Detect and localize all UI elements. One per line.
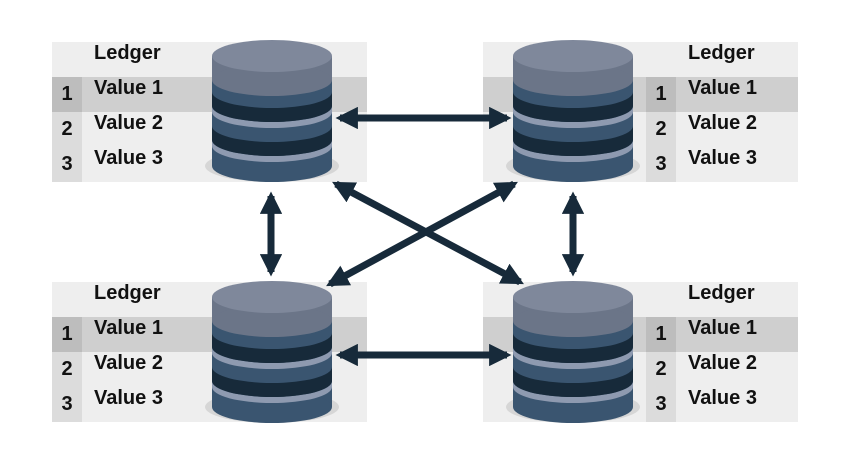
row-value: Value 1 [94, 317, 163, 339]
ledger-row: 3 Value 3 [483, 387, 798, 422]
row-value: Value 3 [94, 147, 163, 169]
ledger-row: 3 Value 3 [52, 147, 367, 182]
row-number: 1 [646, 317, 676, 352]
row-number: 2 [52, 112, 82, 147]
row-value: Value 2 [688, 352, 757, 374]
ledger-row: 3 Value 3 [483, 147, 798, 182]
ledger-row: 3 Value 3 [52, 387, 367, 422]
row-value: Value 2 [94, 352, 163, 374]
ledger-title: Ledger [688, 42, 755, 64]
row-value: Value 3 [688, 147, 757, 169]
row-number: 3 [646, 387, 676, 422]
row-value: Value 1 [94, 77, 163, 99]
row-number: 2 [646, 352, 676, 387]
row-value: Value 2 [94, 112, 163, 134]
ledger-row: 2 Value 2 [483, 352, 798, 387]
row-number: 2 [646, 112, 676, 147]
row-value: Value 1 [688, 317, 757, 339]
row-value: Value 1 [688, 77, 757, 99]
row-number: 3 [52, 387, 82, 422]
arrow-diagonal-tr-bl [326, 180, 518, 288]
database-icon-top-left [205, 40, 339, 182]
row-number: 2 [52, 352, 82, 387]
database-icon-bottom-right [506, 281, 640, 423]
database-icon-top-right [506, 40, 640, 182]
ledger-title: Ledger [688, 282, 755, 304]
row-number: 3 [52, 147, 82, 182]
ledger-title: Ledger [94, 282, 161, 304]
ledger-row: 2 Value 2 [52, 352, 367, 387]
row-value: Value 2 [688, 112, 757, 134]
database-icon-bottom-left [205, 281, 339, 423]
row-number: 1 [52, 77, 82, 112]
ledger-title: Ledger [94, 42, 161, 64]
row-value: Value 3 [688, 387, 757, 409]
ledger-row: 2 Value 2 [52, 112, 367, 147]
row-value: Value 3 [94, 387, 163, 409]
row-number: 3 [646, 147, 676, 182]
row-number: 1 [52, 317, 82, 352]
row-number: 1 [646, 77, 676, 112]
ledger-row: 2 Value 2 [483, 112, 798, 147]
